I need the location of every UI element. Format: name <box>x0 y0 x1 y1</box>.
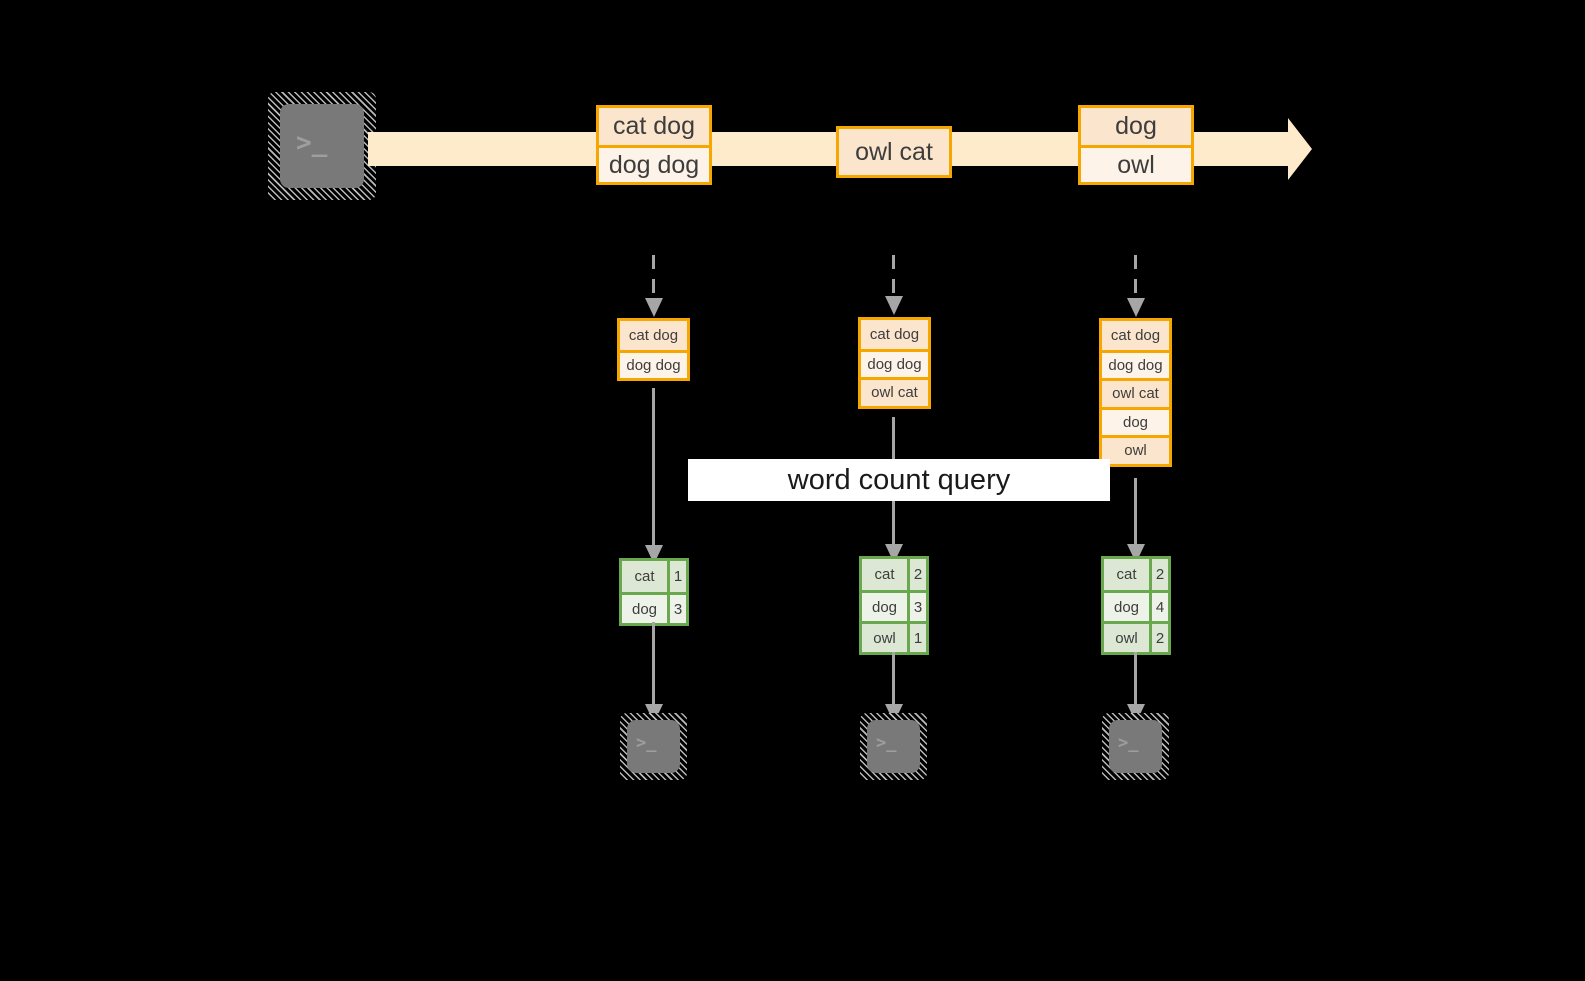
accumulated-record-line: cat dog <box>620 321 687 350</box>
arrow-head <box>644 298 663 317</box>
accumulated-record-line: dog <box>1102 406 1169 435</box>
table-row: dog 4 <box>1104 590 1168 621</box>
accumulated-record-line: dog dog <box>861 348 928 377</box>
stream-to-stage-arrow-3 <box>1126 255 1145 317</box>
result-word: cat <box>862 559 907 590</box>
table-row: dog 3 <box>622 592 686 623</box>
stream-record-line: dog <box>1081 108 1191 145</box>
result-to-sink-arrow-2 <box>884 652 903 723</box>
arrow-shaft <box>652 255 655 299</box>
result-count: 3 <box>667 595 686 623</box>
stream-record-line: owl cat <box>839 129 949 175</box>
table-row: cat 2 <box>862 559 926 590</box>
arrow-head <box>884 296 903 315</box>
table-row: dog 3 <box>862 590 926 621</box>
terminal-prompt-icon: >_ <box>296 128 328 158</box>
accumulated-record-line: cat dog <box>861 320 928 349</box>
stream-to-stage-arrow-1 <box>644 255 663 317</box>
sink-terminal-icon-3: >_ <box>1102 713 1169 780</box>
table-row: cat 1 <box>622 561 686 592</box>
result-word: owl <box>862 624 907 652</box>
result-word: owl <box>1104 624 1149 652</box>
result-to-sink-arrow-1 <box>644 622 663 723</box>
result-count: 1 <box>907 624 926 652</box>
result-word: dog <box>1104 593 1149 621</box>
arrow-shaft <box>892 255 895 297</box>
terminal-prompt-icon: >_ <box>636 733 657 753</box>
query-arrow-1 <box>644 388 663 564</box>
result-count: 3 <box>907 593 926 621</box>
table-row: owl 1 <box>862 621 926 652</box>
result-count: 1 <box>667 561 686 592</box>
terminal-screen <box>867 720 920 773</box>
event-stream-arrowhead <box>1288 118 1312 180</box>
accumulated-record-line: cat dog <box>1102 321 1169 350</box>
accumulated-records-stage-2: cat dog dog dog owl cat <box>858 317 931 409</box>
stream-record-group-2: owl cat <box>836 126 952 178</box>
terminal-prompt-icon: >_ <box>876 733 897 753</box>
stream-to-stage-arrow-2 <box>884 255 903 315</box>
source-terminal-icon: >_ <box>268 92 376 200</box>
stream-record-group-1: cat dog dog dog <box>596 105 712 185</box>
result-table-stage-3: cat 2 dog 4 owl 2 <box>1101 556 1171 655</box>
result-count: 4 <box>1149 593 1168 621</box>
result-word: dog <box>622 595 667 623</box>
terminal-prompt-icon: >_ <box>1118 733 1139 753</box>
accumulated-record-line: owl <box>1102 435 1169 464</box>
arrow-head <box>1126 298 1145 317</box>
query-label-text: word count query <box>787 463 1011 496</box>
query-arrow-3 <box>1126 478 1145 563</box>
stream-record-line: owl <box>1081 145 1191 182</box>
accumulated-record-line: owl cat <box>861 377 928 406</box>
accumulated-record-line: dog dog <box>1102 349 1169 378</box>
result-table-stage-1: cat 1 dog 3 <box>619 558 689 626</box>
arrow-shaft <box>1134 255 1137 299</box>
arrow-shaft <box>652 622 655 705</box>
result-word: cat <box>622 561 667 592</box>
accumulated-records-stage-1: cat dog dog dog <box>617 318 690 381</box>
accumulated-record-line: dog dog <box>620 349 687 378</box>
result-word: cat <box>1104 559 1149 590</box>
accumulated-records-stage-3: cat dog dog dog owl cat dog owl <box>1099 318 1172 467</box>
arrow-shaft <box>1134 652 1137 705</box>
table-row: cat 2 <box>1104 559 1168 590</box>
arrow-shaft <box>892 652 895 705</box>
result-count: 2 <box>1149 559 1168 590</box>
result-to-sink-arrow-3 <box>1126 652 1145 723</box>
result-table-stage-2: cat 2 dog 3 owl 1 <box>859 556 929 655</box>
result-count: 2 <box>907 559 926 590</box>
terminal-screen <box>1109 720 1162 773</box>
result-word: dog <box>862 593 907 621</box>
sink-terminal-icon-1: >_ <box>620 713 687 780</box>
arrow-shaft <box>652 388 655 546</box>
table-row: owl 2 <box>1104 621 1168 652</box>
terminal-screen <box>627 720 680 773</box>
terminal-screen <box>280 104 364 188</box>
sink-terminal-icon-2: >_ <box>860 713 927 780</box>
query-label-band: word count query <box>688 459 1110 501</box>
accumulated-record-line: owl cat <box>1102 378 1169 407</box>
stream-record-line: cat dog <box>599 108 709 145</box>
stream-record-group-3: dog owl <box>1078 105 1194 185</box>
stream-record-line: dog dog <box>599 145 709 182</box>
result-count: 2 <box>1149 624 1168 652</box>
arrow-shaft <box>1134 478 1137 545</box>
